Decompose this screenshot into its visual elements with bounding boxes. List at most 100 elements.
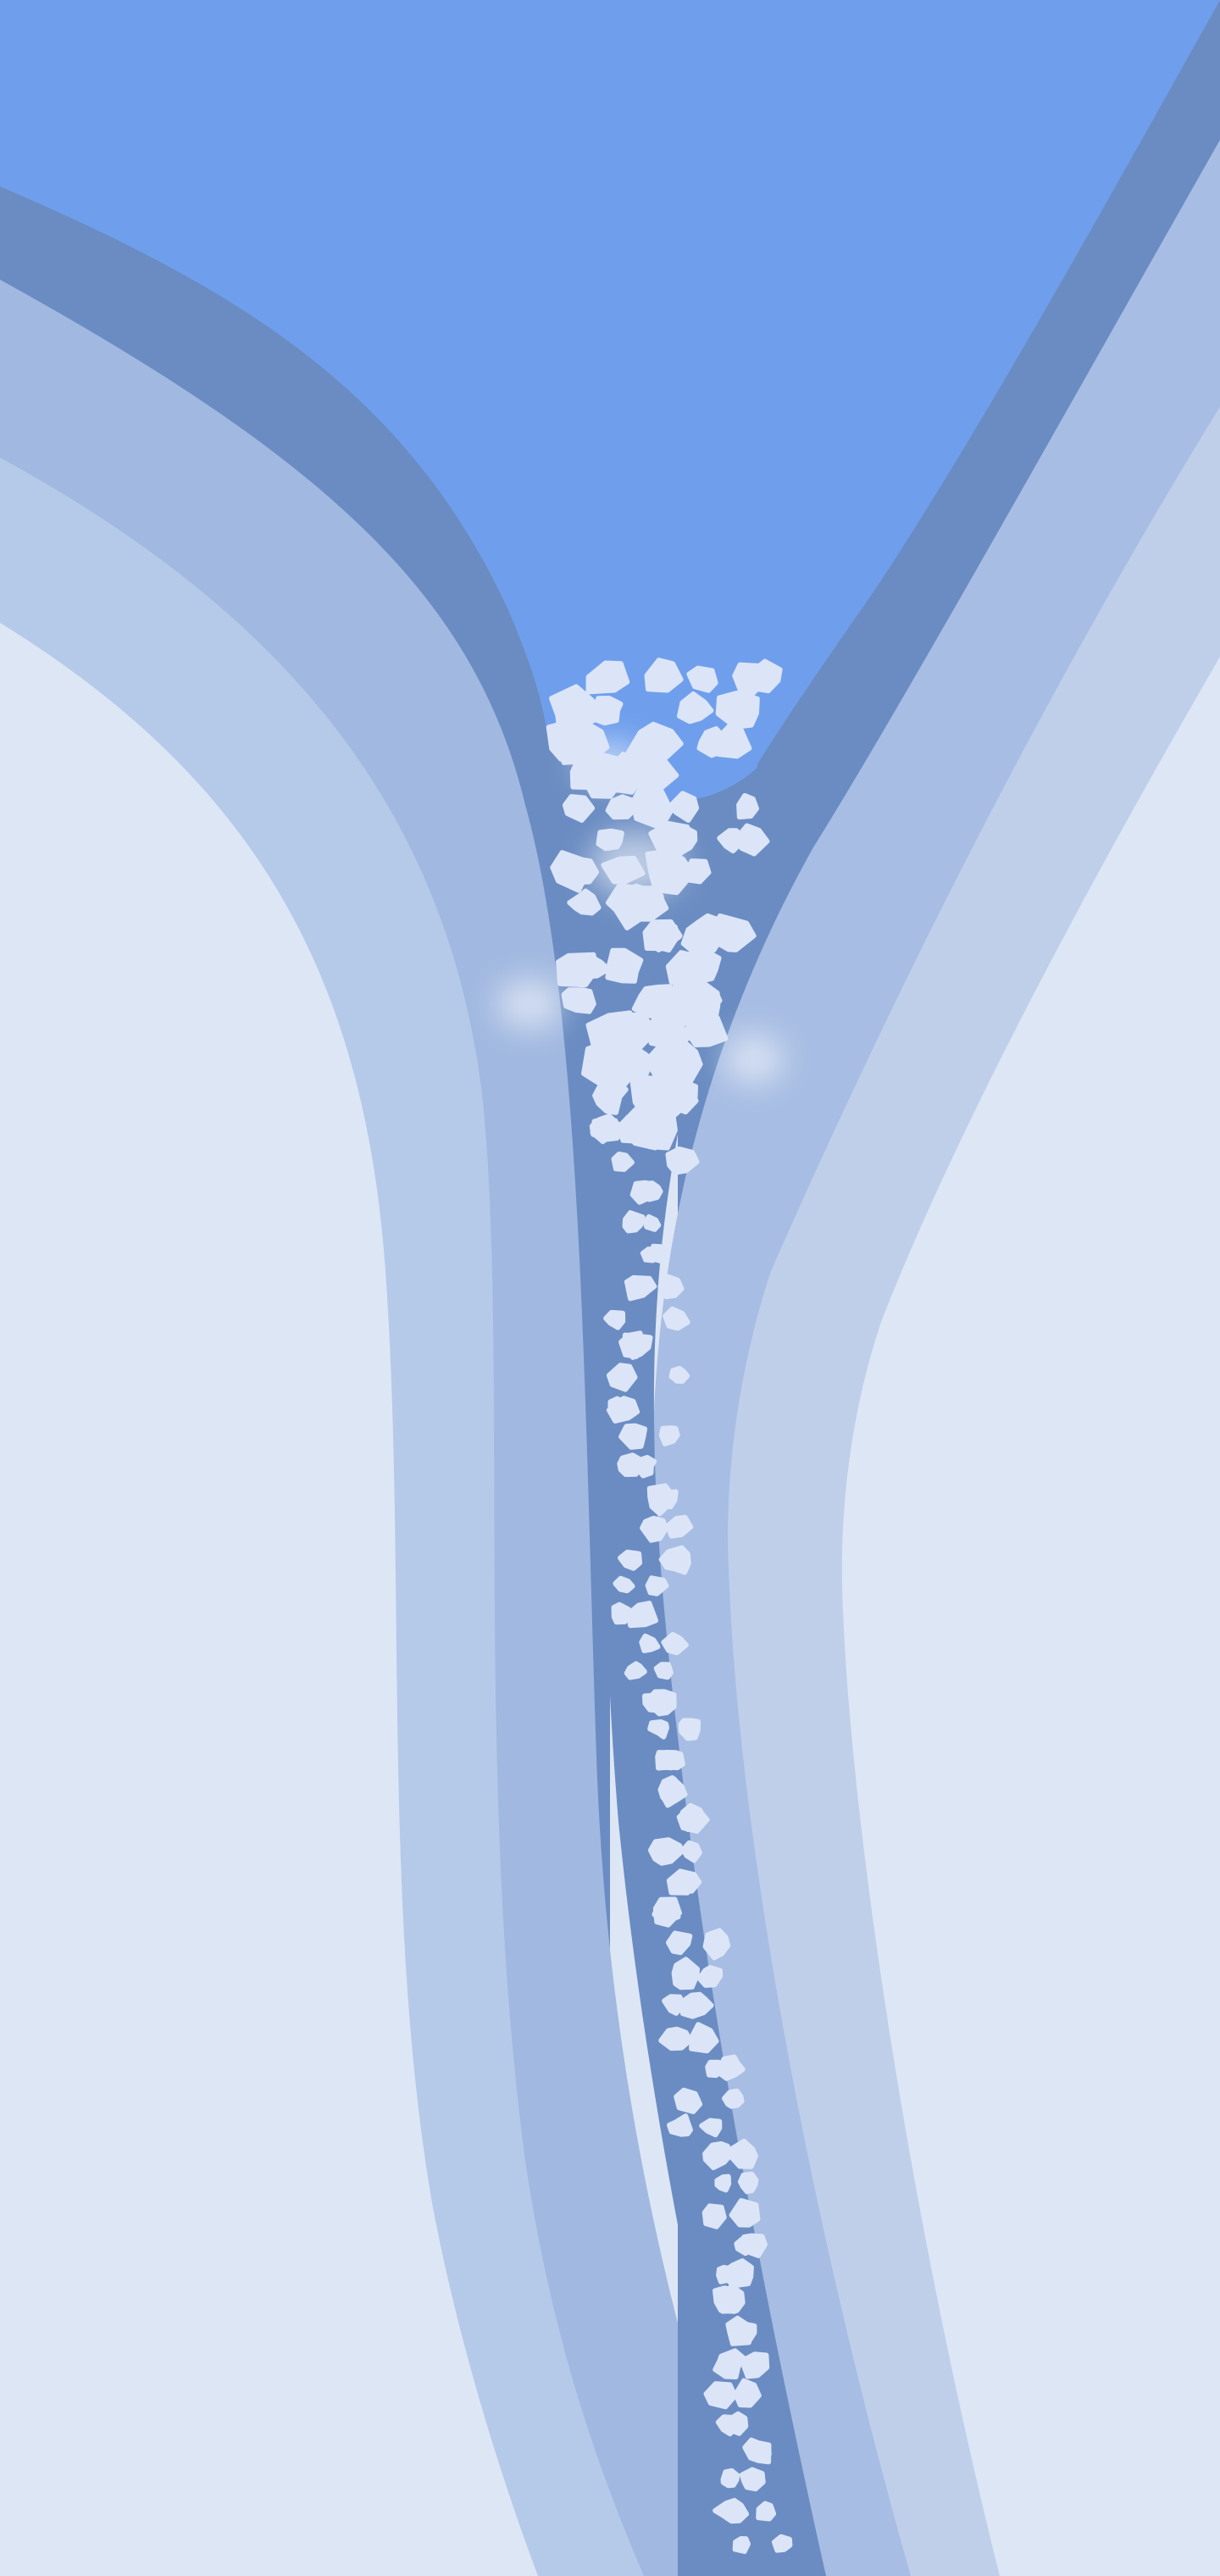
stone	[715, 2414, 740, 2437]
stone	[653, 1662, 674, 1680]
stone	[696, 726, 730, 758]
stone	[737, 2171, 759, 2195]
stone	[756, 2501, 777, 2522]
stone	[717, 828, 748, 854]
stone	[546, 721, 595, 762]
stone	[567, 888, 602, 916]
stone	[722, 2088, 745, 2109]
stone	[714, 2174, 732, 2193]
stone	[708, 913, 757, 952]
stone	[718, 2054, 746, 2081]
stone	[601, 855, 646, 885]
stone	[605, 794, 639, 820]
stone	[658, 1425, 680, 1446]
stone	[725, 2315, 754, 2346]
stone	[645, 1575, 669, 1596]
stone	[680, 1840, 702, 1863]
stone	[689, 2022, 719, 2054]
stone	[658, 2026, 693, 2051]
stone	[613, 1575, 635, 1594]
stone	[606, 1396, 640, 1424]
stone	[666, 1930, 693, 1956]
stone	[591, 696, 624, 726]
stone	[658, 1545, 691, 1575]
stone	[722, 697, 748, 726]
stone	[647, 1837, 684, 1866]
stone	[605, 947, 644, 984]
stone	[665, 1514, 694, 1539]
stone	[720, 2468, 740, 2489]
stone	[645, 849, 696, 896]
stone	[611, 1602, 633, 1625]
stone	[686, 665, 718, 693]
stone	[657, 1776, 686, 1806]
stone	[667, 2113, 693, 2137]
stone	[702, 2140, 733, 2171]
stone	[640, 1515, 669, 1543]
stone	[729, 2198, 761, 2228]
stone	[606, 1363, 638, 1392]
stone	[556, 952, 600, 988]
stone	[590, 1116, 623, 1145]
stone	[717, 2283, 746, 2314]
stone	[724, 2258, 754, 2289]
scattered-stones	[546, 658, 793, 2554]
stone	[665, 1146, 700, 1175]
right-pale-band	[841, 657, 1220, 2576]
stone	[550, 850, 590, 893]
stone	[657, 1489, 679, 1510]
stone	[592, 1076, 629, 1115]
stone	[612, 883, 655, 919]
stone	[617, 1452, 642, 1477]
stone	[736, 792, 759, 820]
stone	[642, 1693, 666, 1713]
stone	[648, 821, 693, 858]
stone	[671, 1957, 701, 1990]
stone	[610, 1043, 652, 1081]
stone	[741, 2351, 770, 2379]
ice-stream-channel	[542, 623, 864, 2576]
stone	[662, 1994, 686, 2016]
stone	[644, 658, 684, 693]
stone	[624, 1274, 657, 1302]
stone	[603, 1309, 626, 1330]
stone	[569, 758, 607, 791]
stone	[685, 948, 722, 985]
stone	[622, 1210, 646, 1234]
stone	[660, 1750, 685, 1771]
stone	[744, 658, 783, 694]
stone	[668, 1365, 690, 1384]
stone	[642, 1213, 662, 1232]
stone	[771, 2534, 793, 2553]
stone	[676, 1805, 710, 1834]
stone	[639, 1633, 661, 1653]
stone	[739, 2467, 766, 2492]
stone	[618, 1330, 645, 1359]
stone	[618, 1423, 647, 1450]
stone	[624, 1661, 647, 1680]
stone	[702, 1928, 731, 1961]
stone	[626, 1601, 658, 1629]
stone	[640, 1246, 661, 1263]
stone	[713, 2348, 746, 2379]
stone	[561, 987, 596, 1014]
stone	[674, 2087, 703, 2114]
stone	[702, 2203, 727, 2229]
stone	[661, 1631, 689, 1656]
stone	[617, 1114, 650, 1144]
stone	[562, 794, 596, 823]
stone	[604, 1017, 630, 1044]
stone	[618, 1549, 643, 1571]
stone	[657, 1274, 685, 1300]
left-pale-band	[0, 623, 538, 2576]
stone	[733, 2378, 762, 2408]
stone	[666, 1868, 699, 1896]
stone	[647, 1719, 669, 1740]
stone	[696, 1965, 724, 1988]
stone	[596, 828, 624, 852]
stone	[678, 1718, 701, 1741]
stone	[677, 691, 714, 724]
stone	[629, 1180, 657, 1205]
